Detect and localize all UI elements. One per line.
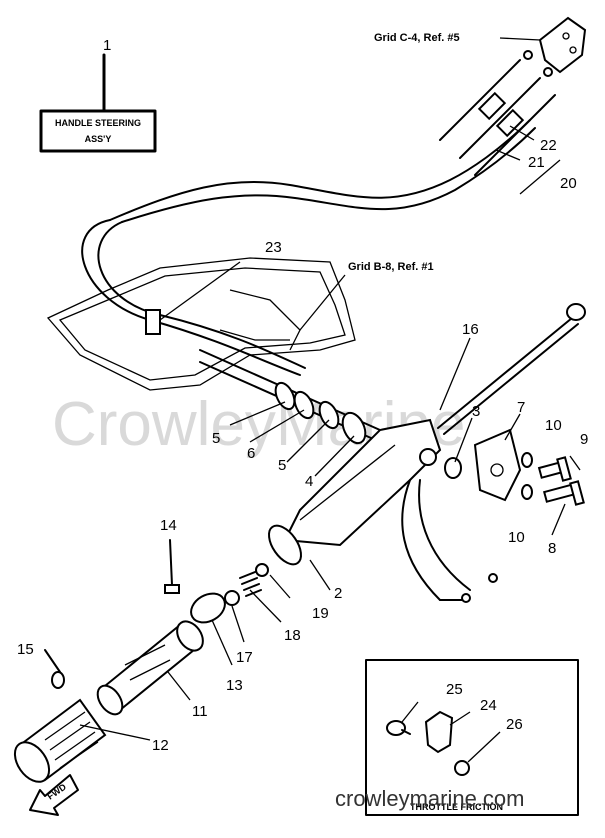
engine-cowl-outline <box>46 257 356 391</box>
steering-shaft <box>199 349 381 445</box>
screw-15 <box>44 649 65 689</box>
nut-10a <box>521 452 533 468</box>
callout-11: 11 <box>192 703 208 720</box>
washer-6 <box>293 390 315 420</box>
callout-5b: 5 <box>278 457 286 474</box>
callout-10b: 10 <box>508 529 525 546</box>
washer-3 <box>444 457 462 479</box>
callout-5a: 5 <box>212 430 220 447</box>
callout-4: 4 <box>305 473 313 490</box>
cable-clamp <box>145 309 161 335</box>
callout-10a: 10 <box>545 417 562 434</box>
nut-26 <box>454 760 470 776</box>
callout-18: 18 <box>284 627 301 644</box>
throttle-grip-11 <box>96 620 204 716</box>
washer-17 <box>224 590 240 606</box>
callout-22: 22 <box>540 137 557 154</box>
callout-8: 8 <box>548 540 556 557</box>
callout-12: 12 <box>152 737 169 754</box>
assembly-label-line1: HANDLE STEERING <box>55 118 141 128</box>
callout-9: 9 <box>580 431 588 448</box>
callout-14: 14 <box>160 517 177 534</box>
collar-13 <box>190 592 226 624</box>
callout-21: 21 <box>528 154 545 171</box>
handle-housing <box>268 418 498 603</box>
plate-24 <box>424 710 454 754</box>
bolt-25 <box>386 720 406 736</box>
washer-5a <box>274 381 296 411</box>
callout-6: 6 <box>247 445 255 462</box>
screw-14 <box>164 539 180 594</box>
callout-19: 19 <box>312 605 329 622</box>
grid-ref-b8: Grid B-8, Ref. #1 <box>348 261 434 273</box>
callout-20: 20 <box>560 175 577 192</box>
callout-3: 3 <box>472 403 480 420</box>
nut-10b <box>521 484 533 500</box>
callout-16: 16 <box>462 321 479 338</box>
throttle-friction-inset: THROTTLE FRICTION <box>365 659 579 816</box>
leader-lines <box>79 125 581 741</box>
bolt-9 <box>537 456 572 482</box>
callout-26: 26 <box>506 716 523 733</box>
handle-grip-12 <box>13 698 107 783</box>
washer-19 <box>255 563 269 577</box>
washer-5b <box>318 400 340 430</box>
assembly-label-box: HANDLE STEERING ASS'Y <box>39 53 157 153</box>
callout-24: 24 <box>480 697 497 714</box>
callout-23: 23 <box>265 239 282 256</box>
throttle-rod <box>437 303 586 435</box>
cable-bracket <box>538 16 587 74</box>
callout-7: 7 <box>517 399 525 416</box>
callout-15: 15 <box>17 641 34 658</box>
washer-4 <box>341 411 367 445</box>
callout-17: 17 <box>236 649 253 666</box>
callout-25: 25 <box>446 681 463 698</box>
callout-labels: 1 2 3 4 5 5 6 7 8 9 10 10 11 12 13 14 15… <box>17 37 588 754</box>
callout-13: 13 <box>226 677 243 694</box>
grid-ref-c4: Grid C-4, Ref. #5 <box>374 32 460 44</box>
assembly-label-line2: ASS'Y <box>85 134 112 144</box>
spring-18 <box>239 571 262 597</box>
bolt-8 <box>542 480 585 506</box>
footer-url: crowleymarine.com <box>335 786 525 811</box>
inset-label: THROTTLE FRICTION <box>410 802 503 812</box>
cover-7 <box>473 428 522 502</box>
callout-2: 2 <box>334 585 342 602</box>
callout-1: 1 <box>103 37 111 54</box>
